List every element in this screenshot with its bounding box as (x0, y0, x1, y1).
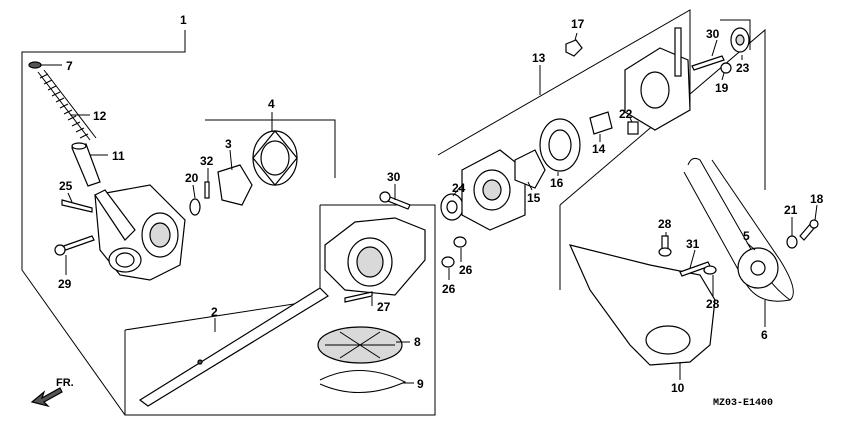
front-direction-arrow: FR. (30, 377, 74, 408)
part-28-bolt-a (658, 235, 672, 257)
callout-2: 2 (211, 305, 218, 319)
callout-26b: 26 (442, 282, 456, 296)
part-8-screen (317, 326, 403, 364)
part-pump-case-13 (624, 27, 691, 131)
part-15-rotor (514, 149, 546, 189)
part-2-shaft (138, 287, 329, 407)
part-23-bearing (730, 27, 750, 53)
callout-7: 7 (66, 59, 73, 73)
callout-9: 9 (417, 377, 424, 391)
part-7-cap (28, 61, 42, 69)
part-11-sleeve (71, 142, 101, 187)
part-21-washer (786, 235, 798, 249)
callout-30b: 30 (706, 27, 720, 41)
part-14-sleeve (589, 111, 613, 135)
callout-19: 19 (715, 81, 729, 95)
part-18-bolt (799, 219, 819, 241)
part-32-pin (204, 181, 210, 199)
part-29-bolt (54, 235, 95, 256)
callout-21: 21 (784, 203, 798, 217)
callout-1: 1 (180, 13, 187, 27)
callout-5: 5 (743, 229, 750, 243)
callout-15: 15 (527, 191, 541, 205)
part-3-rotor (217, 164, 253, 206)
callout-18: 18 (810, 192, 824, 206)
part-26-dowel-b (441, 256, 455, 268)
part-30-bolt-center (379, 191, 411, 210)
callout-10: 10 (671, 381, 685, 395)
callout-6: 6 (761, 328, 768, 342)
callout-17: 17 (571, 17, 585, 31)
part-19-bolt (720, 62, 732, 74)
callout-25: 25 (59, 179, 73, 193)
callout-8: 8 (414, 335, 421, 349)
part-pump-body (324, 217, 426, 296)
callout-11: 11 (112, 149, 125, 163)
callout-26a: 26 (459, 263, 473, 277)
leader-lines (40, 32, 818, 384)
callout-27: 27 (377, 300, 391, 314)
callouts: 1 2 3 4 5 6 7 8 9 10 11 12 13 14 15 16 1… (58, 13, 824, 395)
part-30-bolt-right (691, 55, 725, 71)
part-10-guard (568, 244, 716, 366)
part-5-sprocket (737, 247, 779, 289)
callout-14: 14 (592, 142, 606, 156)
part-20-washer (189, 198, 201, 216)
callout-16: 16 (550, 176, 564, 190)
part-25-bolt (61, 199, 93, 213)
diagram-code: MZ03-E1400 (713, 398, 773, 409)
callout-13: 13 (532, 51, 546, 65)
callout-3: 3 (225, 137, 232, 151)
callout-28a: 28 (658, 217, 672, 231)
part-24-seal (440, 193, 464, 221)
part-28-bolt-b (703, 265, 717, 275)
front-direction-label: FR. (56, 377, 74, 389)
group-frame-1 (21, 30, 436, 416)
callout-20: 20 (185, 171, 199, 185)
callout-28b: 28 (706, 297, 720, 311)
part-9-clip (319, 370, 407, 393)
callout-32: 32 (200, 154, 214, 168)
part-16-rotor (539, 118, 581, 172)
callout-4: 4 (268, 97, 275, 111)
part-12-spring (37, 69, 97, 141)
callout-23: 23 (736, 61, 750, 75)
part-13-cover (461, 149, 526, 231)
part-1-housing (94, 184, 186, 281)
callout-31: 31 (686, 237, 700, 251)
callout-24: 24 (452, 181, 466, 195)
group-frame-right (559, 19, 766, 290)
part-26-dowel-a (453, 236, 467, 248)
part-4-rotor (252, 130, 298, 186)
callout-12: 12 (93, 109, 107, 123)
callout-22: 22 (619, 107, 633, 121)
callout-29: 29 (58, 277, 72, 291)
callout-30a: 30 (387, 170, 401, 184)
part-22-dowel (627, 121, 639, 135)
part-27-pin (344, 291, 373, 303)
group-frame-13 (437, 9, 691, 156)
part-17-nut (565, 39, 583, 57)
